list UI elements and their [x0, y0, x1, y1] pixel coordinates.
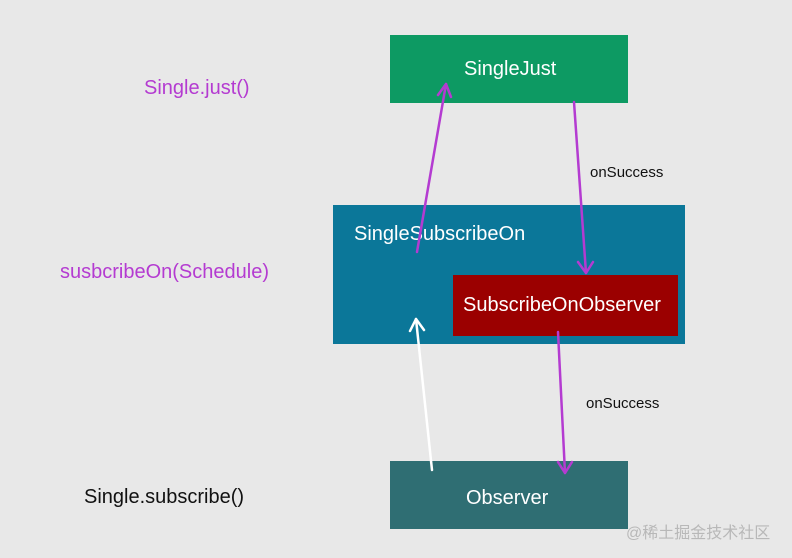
- on-success-bottom-arrow: [556, 330, 574, 475]
- subscribe-white-arrow: [408, 317, 434, 472]
- watermark: @稀土掘金技术社区: [626, 525, 771, 542]
- single-just-node: SingleJust: [390, 35, 628, 103]
- single-subscribe-on-node-label: SingleSubscribeOn: [354, 223, 526, 245]
- subscribe-on-label: susbcribeOn(Schedule): [60, 261, 269, 283]
- single-just-label: Single.just(): [144, 77, 250, 99]
- on-success-bottom-label: onSuccess: [586, 395, 660, 412]
- observer-node-label: Observer: [466, 487, 549, 509]
- subscribe-on-observer-node-label: SubscribeOnObserver: [463, 294, 661, 316]
- observer-node: Observer: [390, 461, 628, 529]
- on-success-top-arrow: [572, 100, 595, 275]
- single-subscribe-label: Single.subscribe(): [84, 486, 245, 508]
- subscribe-up-arrow: [415, 82, 453, 254]
- subscribe-on-observer-node: SubscribeOnObserver: [453, 275, 678, 336]
- single-just-node-label: SingleJust: [464, 58, 557, 80]
- on-success-top-label: onSuccess: [590, 164, 664, 181]
